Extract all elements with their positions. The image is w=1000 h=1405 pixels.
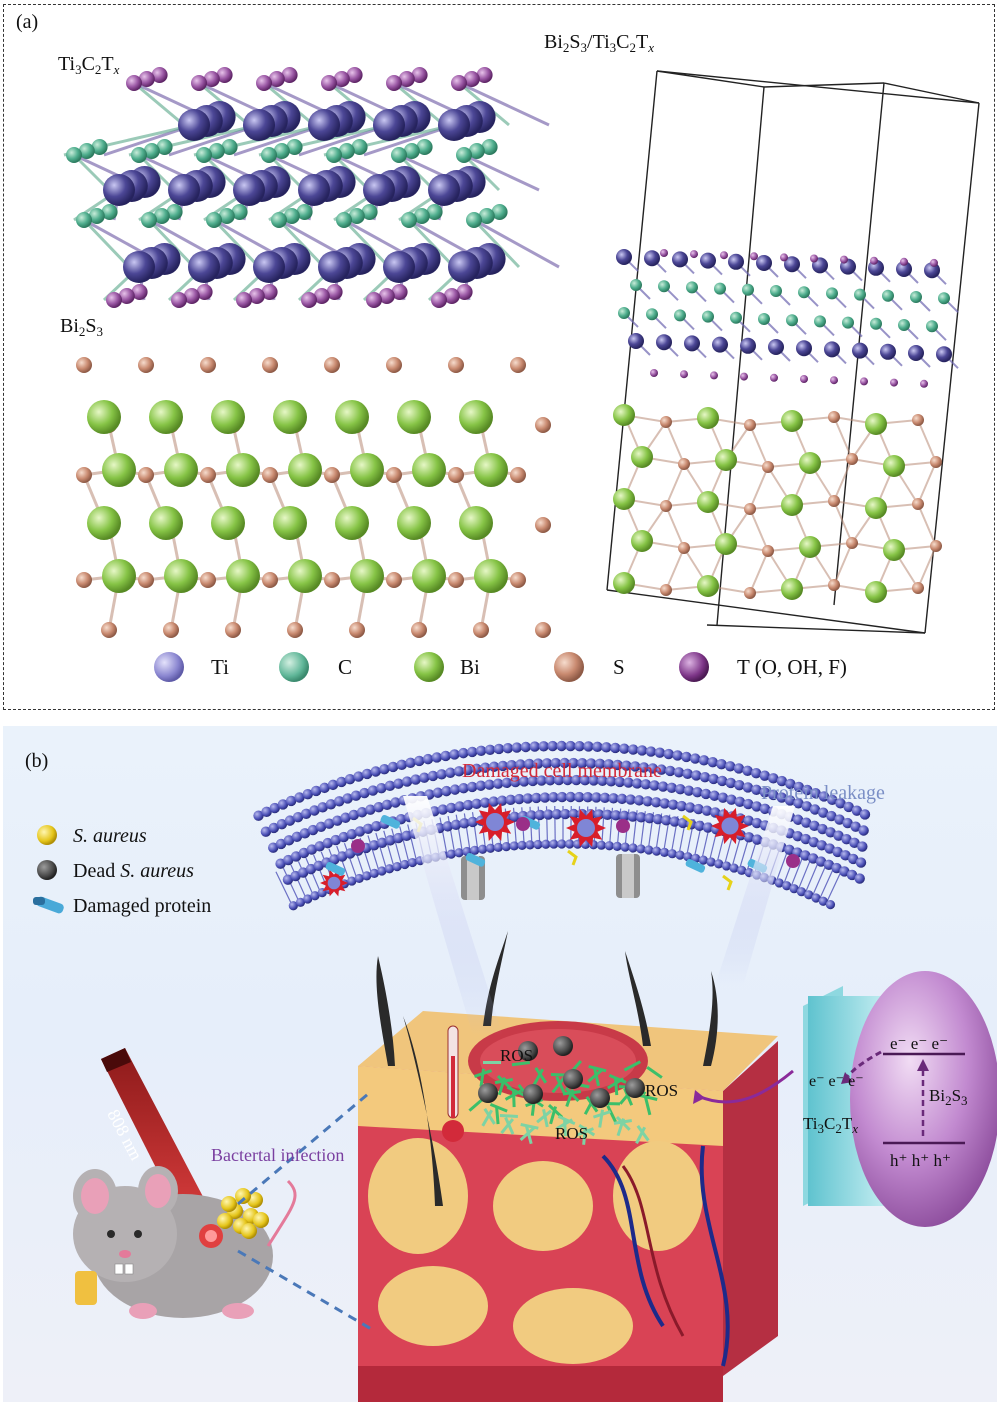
ros-label-1: ROS xyxy=(500,1046,534,1065)
legend-bi: Bi xyxy=(460,655,480,679)
legend-c: C xyxy=(338,655,353,679)
bacteria-cluster xyxy=(217,1188,269,1239)
bi2s3-structure xyxy=(76,357,551,638)
electron-transfer-arrow xyxy=(846,1050,882,1077)
legend-damaged-protein: Damaged protein xyxy=(73,895,212,917)
zoom-line-lower xyxy=(237,1249,374,1332)
legend-icons xyxy=(33,825,64,914)
holes-vb-label: h⁺ h⁺ h⁺ xyxy=(890,1151,951,1170)
damaged-protein-icon xyxy=(33,896,64,914)
protein-leakage-label: Protein leakage xyxy=(761,782,885,804)
s-aureus-icon xyxy=(37,825,57,845)
heterostructure-title: Bi2S3/Ti3C2Tx xyxy=(544,31,655,55)
legend-t-sphere xyxy=(679,652,709,682)
legend-ti-sphere xyxy=(154,652,184,682)
crystal-structures-graphic xyxy=(63,67,980,638)
infection-label: Bactertal infection xyxy=(211,1145,345,1165)
legend-c-sphere xyxy=(279,652,309,682)
bi2s3-ti3c2tx-nanocomposite xyxy=(468,1036,663,1145)
electrons-cb-label: e⁻ e⁻ e⁻ xyxy=(890,1034,949,1053)
heterostructure-supercell xyxy=(606,70,980,634)
ti3c2tx-title: Ti3C2Tx xyxy=(58,53,120,77)
zoom-line-upper xyxy=(237,1092,369,1206)
legend-spheres xyxy=(154,652,709,682)
legend-t: T (O, OH, F) xyxy=(737,655,847,679)
legend-bi-sphere xyxy=(414,652,444,682)
damaged-membrane-label: Damaged cell membrane xyxy=(462,760,662,782)
heterojunction-schematic xyxy=(803,971,997,1227)
bi2s3-label: Bi2S3 xyxy=(929,1086,968,1108)
electrons-mxene-label: e⁻ e⁻ e⁻ xyxy=(809,1073,864,1090)
bi2s3-title: Bi2S3 xyxy=(60,315,104,339)
panel-b-label: (b) xyxy=(25,750,49,772)
ti3c2tx-label: Ti3C2Tx xyxy=(803,1114,859,1136)
legend-s-sphere xyxy=(554,652,584,682)
legend-dead-s-aureus: Dead S. aureus xyxy=(73,860,194,882)
connector-arrow xyxy=(697,1069,794,1104)
laser-device xyxy=(101,1048,221,1241)
skin-tissue-block xyxy=(358,1011,778,1402)
legend-s: S xyxy=(613,655,625,679)
panel-a: (a) Ti3C2Tx Bi2S3 Bi2S3/Ti3C2Tx xyxy=(3,4,995,710)
thermometer-icon xyxy=(442,1025,464,1142)
panel-b: (b) S. aureus Dead S. aureus Damaged pro… xyxy=(3,726,997,1402)
leakage-beams xyxy=(403,796,795,1036)
antibacterial-mechanism-graphic xyxy=(33,740,997,1402)
ros-label-2: ROS xyxy=(645,1081,679,1100)
ti3c2tx-structure xyxy=(63,67,560,308)
ros-label-3: ROS xyxy=(555,1124,589,1143)
legend-ti: Ti xyxy=(211,655,229,679)
dead-s-aureus-icon xyxy=(37,860,57,880)
legend-s-aureus: S. aureus xyxy=(73,825,147,847)
panel-a-label: (a) xyxy=(16,11,39,33)
